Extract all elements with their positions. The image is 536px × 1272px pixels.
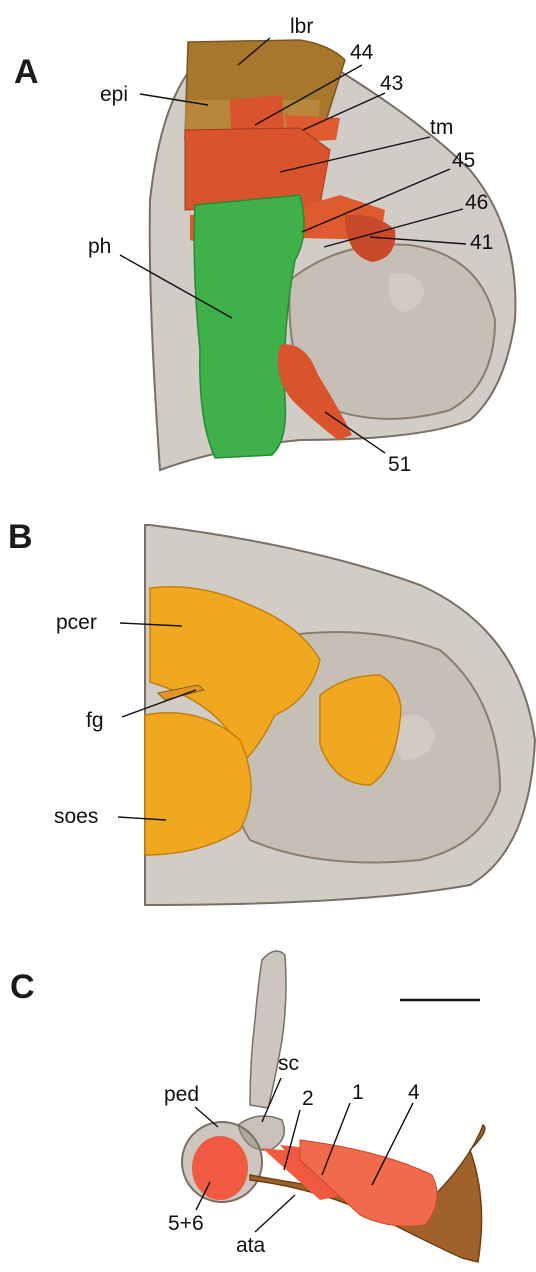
panel-letter-c: C xyxy=(10,970,35,1004)
label-ped: ped xyxy=(164,1084,199,1105)
label-4: 4 xyxy=(408,1082,420,1103)
label-fg: fg xyxy=(86,710,104,731)
label-41: 41 xyxy=(470,232,493,253)
label-45: 45 xyxy=(452,150,475,171)
muscle-tm xyxy=(185,128,330,210)
label-46: 46 xyxy=(465,192,488,213)
label-ph: ph xyxy=(88,236,111,257)
label-51: 51 xyxy=(388,454,411,475)
muscle-5-6 xyxy=(192,1136,248,1200)
label-epi: epi xyxy=(100,84,128,105)
leader-ped xyxy=(195,1107,218,1127)
leader-ata xyxy=(255,1195,295,1232)
label-ata: ata xyxy=(236,1235,265,1256)
label-tm: tm xyxy=(430,117,453,138)
label-soes: soes xyxy=(54,806,98,827)
panel-c-artwork xyxy=(182,951,485,1262)
label-2: 2 xyxy=(302,1088,314,1109)
label-1: 1 xyxy=(352,1082,364,1103)
label-43: 43 xyxy=(380,73,403,94)
label-pcer: pcer xyxy=(56,612,97,633)
label-44: 44 xyxy=(350,42,373,63)
panel-b-artwork xyxy=(145,525,535,905)
label-lbr: lbr xyxy=(290,16,313,37)
label-5-6: 5+6 xyxy=(168,1213,204,1234)
label-sc: sc xyxy=(278,1053,299,1074)
panel-letter-b: B xyxy=(8,520,33,554)
antenna-flagellum xyxy=(250,951,286,1108)
panel-letter-a: A xyxy=(14,55,39,89)
